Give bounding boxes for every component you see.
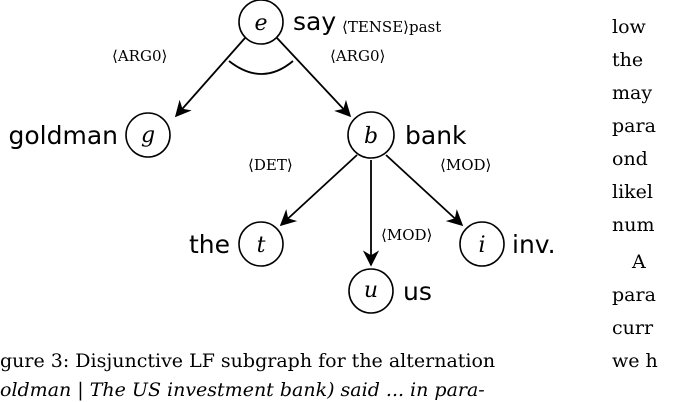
node-e-attr: ⟨TENSE⟩past — [342, 18, 441, 36]
side-line-7: A — [631, 251, 646, 273]
node-i-word: inv. — [512, 230, 556, 259]
side-line-4: ond — [612, 148, 648, 170]
node-g-word: goldman — [9, 121, 119, 150]
side-line-0: low — [612, 16, 647, 38]
node-u-word: us — [403, 277, 432, 306]
side-line-1: the — [612, 49, 643, 71]
edge-b-t-label: ⟨DET⟩ — [248, 156, 293, 174]
edge-b-u-label: ⟨MOD⟩ — [381, 226, 432, 244]
side-line-2: may — [612, 82, 652, 104]
side-line-3: para — [612, 115, 656, 137]
node-i-var: i — [478, 233, 485, 258]
edge-b-i — [385, 154, 464, 227]
node-b-var: b — [364, 124, 378, 149]
edge-b-i-label: ⟨MOD⟩ — [440, 156, 491, 174]
node-g-circle — [125, 112, 171, 158]
node-t-word: the — [189, 230, 230, 259]
edge-e-b — [276, 37, 352, 118]
node-e-circle — [238, 0, 284, 45]
caption-line-2: oldman | The US investment bank) said ..… — [0, 379, 485, 401]
side-line-6: num — [612, 214, 655, 236]
node-g-var: g — [141, 123, 155, 148]
node-u-var: u — [364, 278, 378, 303]
node-b-circle — [347, 111, 395, 159]
caption-line-1: gure 3: Disjunctive LF subgraph for the … — [0, 350, 495, 372]
side-column: low the may para ond likel num A para cu… — [612, 16, 658, 372]
node-u-circle — [348, 268, 394, 314]
node-i-circle — [459, 221, 505, 267]
node-t-var: t — [257, 233, 266, 258]
edge-e-g — [174, 37, 246, 118]
node-e-var: e — [254, 11, 267, 36]
edge-b-t — [279, 154, 358, 227]
node-e-word: say — [293, 7, 336, 36]
side-line-5: likel — [612, 181, 653, 203]
edge-e-b-label: ⟨ARG0⟩ — [330, 47, 385, 65]
side-line-9: curr — [612, 317, 654, 339]
side-line-8: para — [612, 284, 656, 306]
side-line-10: we h — [612, 350, 658, 372]
node-t-circle — [238, 221, 284, 267]
node-b-word: bank — [405, 121, 467, 150]
edge-e-g-label: ⟨ARG0⟩ — [112, 47, 167, 65]
disjunction-arc — [228, 60, 294, 75]
